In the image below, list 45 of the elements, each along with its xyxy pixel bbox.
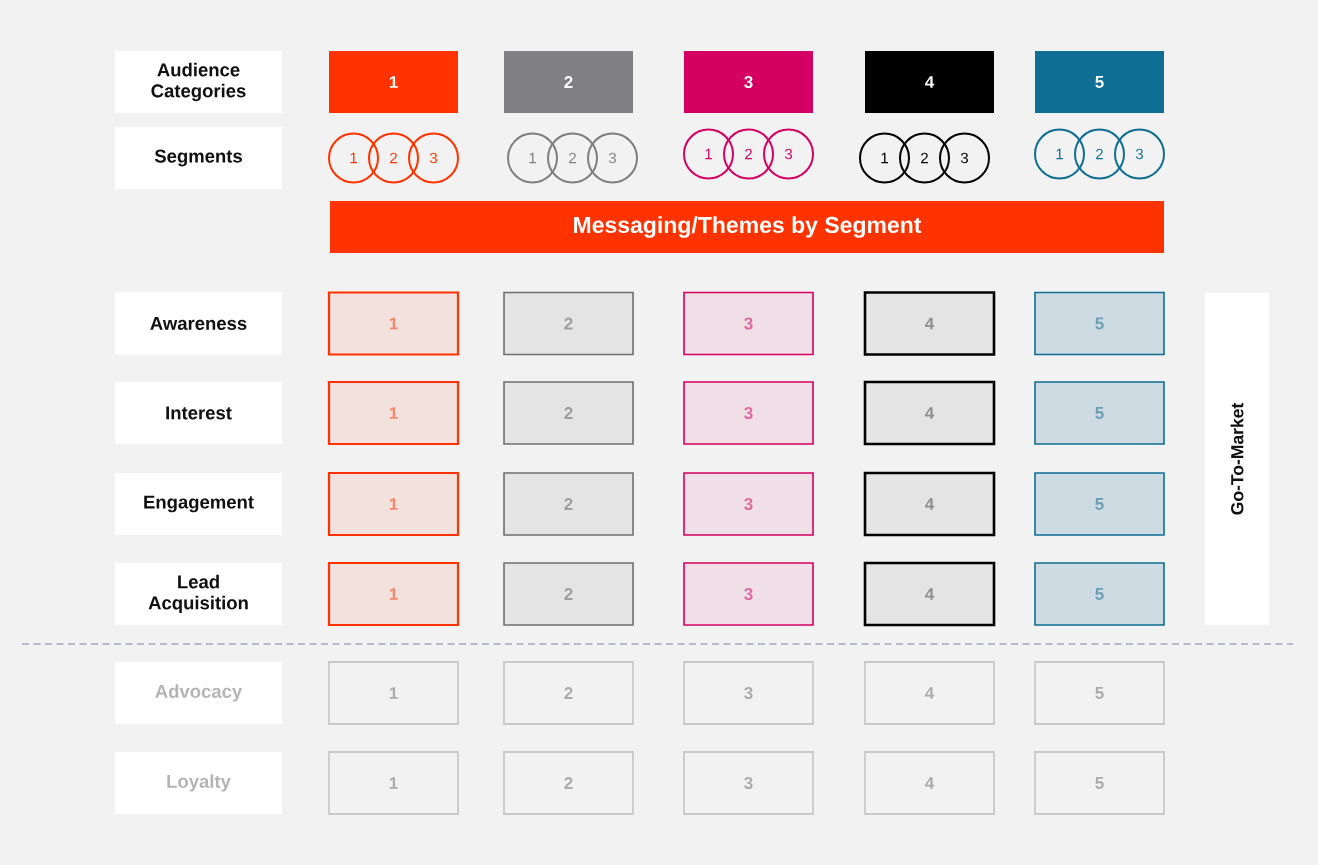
number-box: 2 — [503, 661, 634, 725]
number-box: 5 — [1034, 751, 1165, 815]
number-box: 1 — [327, 471, 460, 537]
number-box: 2 — [503, 291, 634, 356]
label-box: Audience Categories — [115, 51, 282, 113]
category-box: 2 — [504, 51, 633, 113]
number-box: 2 — [503, 472, 634, 536]
number-box: 3 — [683, 472, 814, 536]
category-box: 5 — [1035, 51, 1164, 113]
category-box: 4 — [865, 51, 994, 113]
number-box: 5 — [1034, 661, 1165, 725]
number-box: 3 — [683, 751, 814, 815]
number-box: 2 — [503, 562, 634, 626]
label-box: Segments — [115, 127, 282, 189]
category-box: 1 — [329, 51, 458, 113]
number-box: 5 — [1034, 472, 1165, 536]
number-box: 2 — [503, 751, 634, 815]
vertical-banner: Go-To-Market — [1205, 293, 1269, 625]
number-box: 5 — [1034, 381, 1165, 445]
label-box: Advocacy — [115, 662, 282, 724]
number-box: 3 — [683, 381, 814, 445]
number-box: 1 — [328, 661, 459, 725]
number-box: 4 — [863, 380, 996, 446]
number-box: 3 — [683, 291, 814, 356]
number-box: 4 — [863, 291, 996, 356]
number-box: 5 — [1034, 291, 1165, 356]
number-box: 5 — [1034, 562, 1165, 626]
label-box: Lead Acquisition — [115, 563, 282, 625]
number-box: 4 — [864, 751, 995, 815]
number-box: 1 — [327, 380, 460, 446]
number-box: 3 — [683, 661, 814, 725]
label-box: Awareness — [115, 292, 282, 355]
number-box: 1 — [328, 751, 459, 815]
number-box: 4 — [863, 471, 996, 537]
number-box: 1 — [327, 561, 460, 627]
label-box: Engagement — [115, 473, 282, 535]
number-box: 4 — [863, 561, 996, 627]
category-box: 3 — [684, 51, 813, 113]
number-box: 2 — [503, 381, 634, 445]
number-box: 3 — [683, 562, 814, 626]
number-box: 4 — [864, 661, 995, 725]
label-box: Interest — [115, 382, 282, 444]
label-box: Loyalty — [115, 752, 282, 814]
banner: Messaging/Themes by Segment — [330, 201, 1164, 253]
number-box: 1 — [327, 291, 460, 356]
